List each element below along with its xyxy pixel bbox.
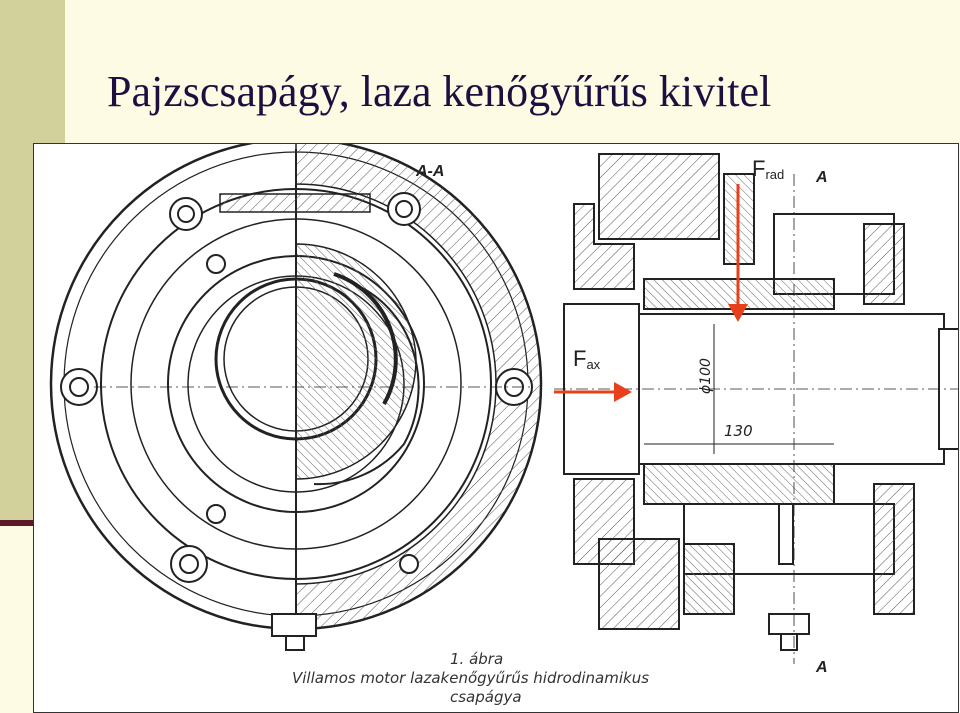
section-label-a-top: A <box>815 169 828 186</box>
section-label-aa: A-A <box>415 163 444 180</box>
figure-caption-line2: csapágya <box>450 688 522 706</box>
force-arrows <box>554 184 748 402</box>
sidebar-rule <box>0 520 40 526</box>
dim-length: 130 <box>724 422 753 440</box>
radial-force-label: Frad <box>752 156 785 182</box>
axial-force-label: Fax <box>573 346 601 372</box>
technical-drawing: A-A <box>33 143 959 713</box>
section-label-a-bottom: A <box>815 659 828 676</box>
slide-title: Pajzscsapágy, laza kenőgyűrűs kivitel <box>107 67 772 116</box>
dim-diameter: ϕ100 <box>698 358 714 394</box>
bolt-holes <box>60 192 533 583</box>
figure-number: 1. ábra <box>450 650 504 668</box>
side-view <box>563 153 958 651</box>
figure-caption-line1: Villamos motor lazakenőgyűrűs hidrodinam… <box>292 669 650 687</box>
bearing-drawing-svg: A-A <box>49 144 958 676</box>
